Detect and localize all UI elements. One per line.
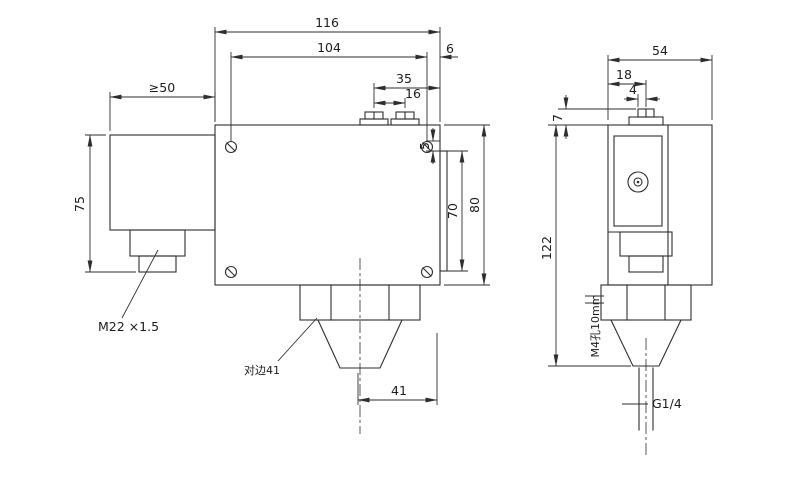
mounting-screws [224,140,434,279]
dim-80: 80 [444,124,490,286]
cone-side [610,319,682,367]
dim-116-text: 116 [315,15,339,30]
thread-label-text: M22 ×1.5 [98,319,159,334]
label-port: G1/4 [622,396,682,411]
side-terminal-screw [628,108,664,126]
side-body-outline [607,124,713,286]
hex-nut-side [600,284,692,367]
head-inner-panel [613,135,663,227]
screw-icon [224,140,238,154]
dim-16-text: 16 [405,86,421,101]
dim-54: 54 [607,43,713,120]
side-gland-step-2 [628,255,664,273]
dim-16: 16 [373,86,421,108]
dim-50: ≥50 [109,80,216,131]
dim-4: 4 [624,82,660,107]
dim-6: 6 [439,41,458,60]
port-label-text: G1/4 [652,396,682,411]
dim-70-text: 70 [445,203,460,219]
mount-hole-label-text: M4孔10mm [589,295,602,358]
dim-122: 122 [539,124,631,367]
adjuster-inner-circle [633,177,643,187]
dim-6-text: 6 [446,41,454,56]
dim-104: 104 [230,40,428,141]
dim-4-text: 4 [629,82,637,97]
dim-122-text: 122 [539,236,554,260]
side-gland-step-1 [619,231,673,257]
label-mount-hole: M4孔10mm [585,295,604,358]
dim-5: 5 [417,128,447,164]
dim-104-text: 104 [317,40,341,55]
dim-54-text: 54 [652,43,668,58]
front-view: 116 104 6 35 16 ≥50 [72,15,490,434]
adjuster-center-dot [636,180,640,184]
across-flats-label-text: 对边41 [244,363,280,377]
dim-70: 70 [445,150,468,272]
dim-7: 7 [550,95,636,139]
dim-35-text: 35 [396,71,412,86]
dim-7-text: 7 [550,114,565,122]
dim-80-text: 80 [467,197,482,213]
label-thread: M22 ×1.5 [98,249,159,334]
dim-41-text: 41 [391,383,407,398]
dim-50-text: ≥50 [149,80,175,95]
screw-icon [420,265,434,279]
dim-18-text: 18 [616,67,632,82]
cone-front [317,319,403,369]
dim-75-text: 75 [72,196,87,212]
screw-icon [420,140,434,154]
dim-41: 41 [357,333,438,405]
adjuster-circle [627,171,649,193]
pressure-element-box [109,134,216,231]
dim-18: 18 [607,67,647,107]
dim-116: 116 [214,15,441,122]
main-body-outline [214,124,441,286]
terminal-screws [359,111,420,126]
dim-5-text: 5 [417,142,432,150]
label-across-flats: 对边41 [244,317,318,377]
dim-75: 75 [72,134,136,273]
gland-step-1 [129,229,186,257]
screw-icon [224,265,238,279]
side-view: 54 18 4 7 122 [539,43,713,458]
gland-step-2 [138,255,177,273]
